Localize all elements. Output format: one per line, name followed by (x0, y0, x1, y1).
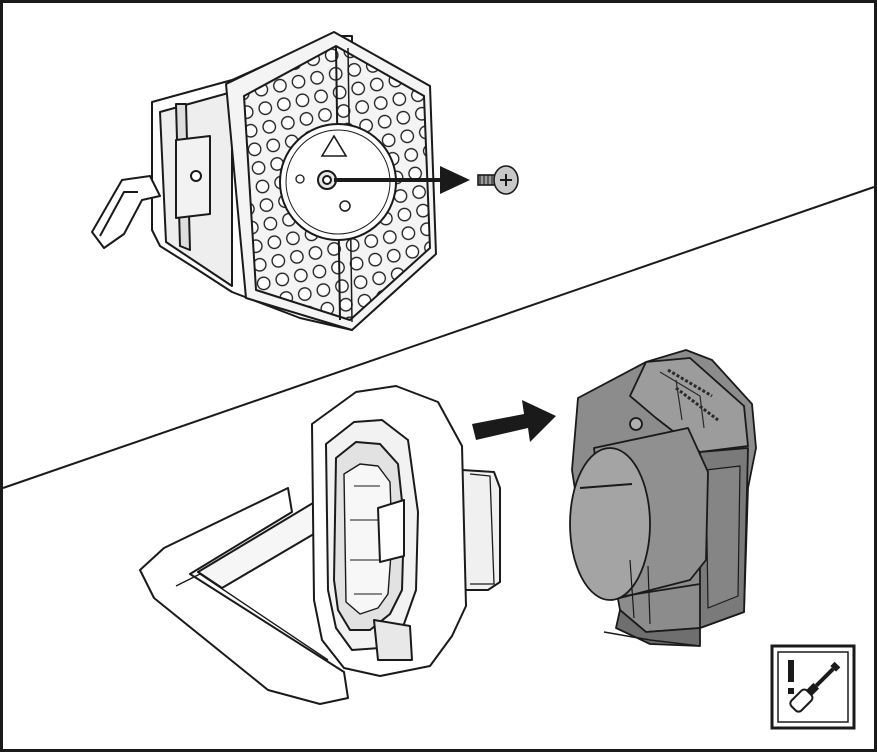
panel-divider (2, 186, 875, 489)
arrow-right-icon (472, 400, 556, 442)
detach-holder-step (139, 349, 856, 730)
arrow-right-icon (334, 166, 470, 194)
hook-holder (139, 385, 501, 705)
screwdriver-caution-icon (770, 644, 856, 730)
detachable-module (569, 349, 757, 647)
remove-screw-step (91, 31, 519, 331)
triangle-mark-icon (320, 134, 348, 157)
screw-icon (477, 165, 519, 195)
